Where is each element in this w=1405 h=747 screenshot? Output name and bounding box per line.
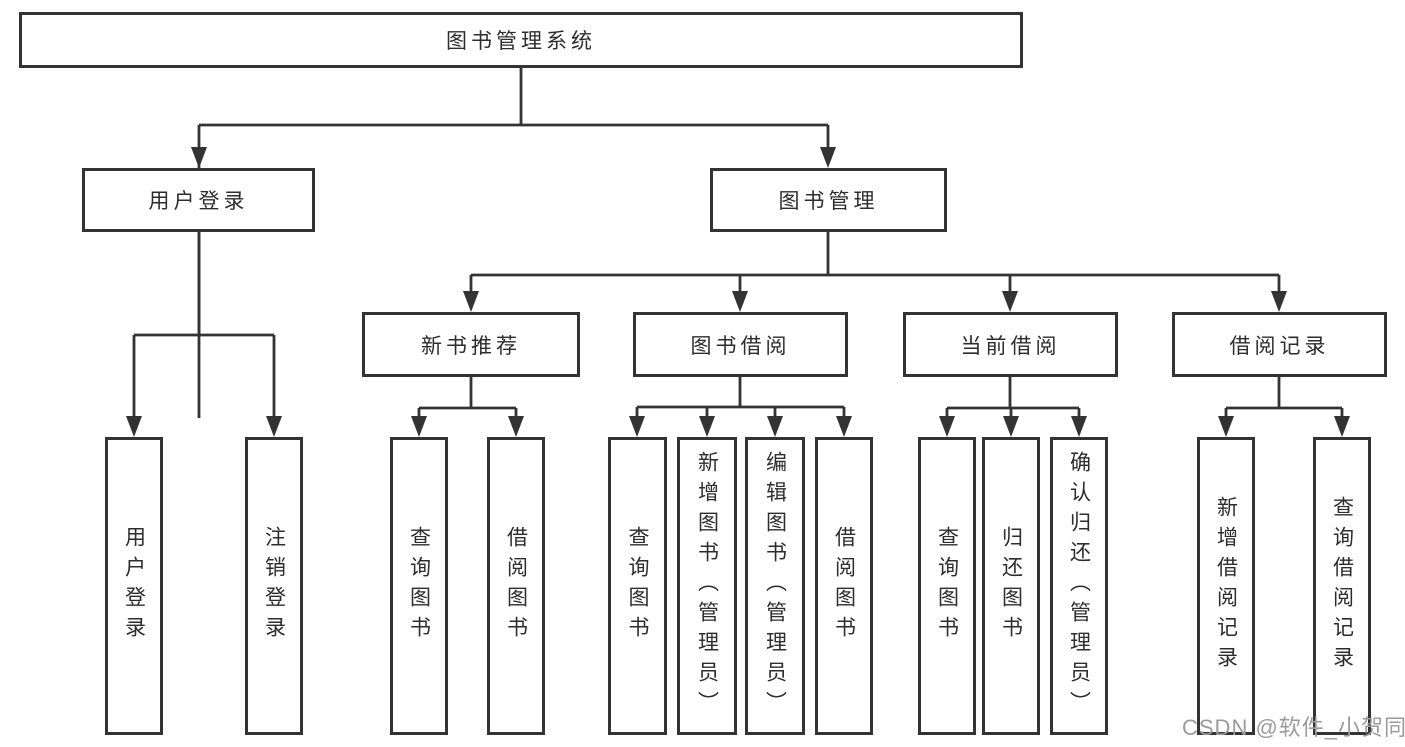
node-book-borrow: 图书借阅: [633, 312, 848, 377]
node-borrow-records: 借阅记录: [1172, 312, 1387, 377]
leaf-label: 借阅图书: [832, 526, 856, 646]
arrowhead: [1071, 416, 1087, 437]
leaf-label: 借阅图书: [504, 526, 528, 646]
leaf-label: 编辑图书（管理员）: [763, 451, 787, 721]
node-new-book-recommend: 新书推荐: [362, 312, 580, 377]
arrowhead: [1271, 291, 1287, 312]
connector-borrow-records-children: [1218, 377, 1350, 437]
node-current-borrow: 当前借阅: [903, 312, 1118, 377]
arrowhead: [629, 416, 645, 437]
leaf-query-borrow-record: 查询借阅记录: [1313, 437, 1371, 735]
leaf-label: 查询图书: [935, 526, 959, 646]
leaf-return-book: 归还图书: [982, 437, 1040, 735]
connector-root-to-level2: [191, 68, 836, 418]
connector-book-management-children: [463, 232, 1287, 312]
arrowhead: [1218, 416, 1234, 437]
leaf-add-book-admin: 新增图书（管理员）: [677, 437, 737, 735]
leaf-label: 新增图书（管理员）: [695, 451, 719, 721]
arrowhead: [508, 416, 524, 437]
arrowhead: [732, 291, 748, 312]
leaf-borrow-book: 借阅图书: [487, 437, 545, 735]
arrowhead: [126, 416, 142, 437]
leaf-label: 用户登录: [122, 526, 146, 646]
leaf-label: 查询图书: [407, 526, 431, 646]
leaf-add-borrow-record: 新增借阅记录: [1197, 437, 1255, 735]
node-user-login: 用户登录: [82, 168, 315, 232]
connector-user-login-children: [126, 232, 282, 437]
leaf-query-book: 查询图书: [918, 437, 976, 735]
connector-current-borrow-children: [939, 377, 1087, 437]
leaf-label: 查询图书: [626, 526, 649, 646]
arrowhead: [836, 416, 852, 437]
arrowhead: [820, 147, 836, 168]
arrowhead: [1003, 416, 1019, 437]
arrowhead: [411, 416, 427, 437]
leaf-user-login: 用户登录: [105, 437, 163, 735]
node-library-system: 图书管理系统: [19, 12, 1023, 68]
leaf-query-book: 查询图书: [608, 437, 667, 735]
connector-new-book-children: [411, 377, 524, 437]
arrowhead: [463, 291, 479, 312]
leaf-label: 确认归还（管理员）: [1067, 451, 1091, 721]
leaf-logout: 注销登录: [245, 437, 303, 735]
arrowhead: [939, 416, 955, 437]
leaf-borrow-book: 借阅图书: [815, 437, 873, 735]
arrowhead: [767, 416, 783, 437]
leaf-query-book: 查询图书: [390, 437, 448, 735]
leaf-label: 归还图书: [999, 526, 1023, 646]
csdn-watermark: CSDN @软件_小贺同学: [1182, 715, 1405, 740]
leaf-edit-book-admin: 编辑图书（管理员）: [745, 437, 805, 735]
connector-book-borrow-children: [629, 377, 852, 437]
node-book-management: 图书管理: [710, 168, 947, 232]
arrowhead: [1002, 291, 1018, 312]
leaf-label: 查询借阅记录: [1330, 496, 1354, 676]
arrowhead: [191, 147, 207, 168]
leaf-label: 注销登录: [262, 526, 286, 646]
arrowhead: [1334, 416, 1350, 437]
leaf-label: 新增借阅记录: [1214, 496, 1238, 676]
leaf-confirm-return-admin: 确认归还（管理员）: [1050, 437, 1108, 735]
arrowhead: [266, 416, 282, 437]
arrowhead: [699, 416, 715, 437]
